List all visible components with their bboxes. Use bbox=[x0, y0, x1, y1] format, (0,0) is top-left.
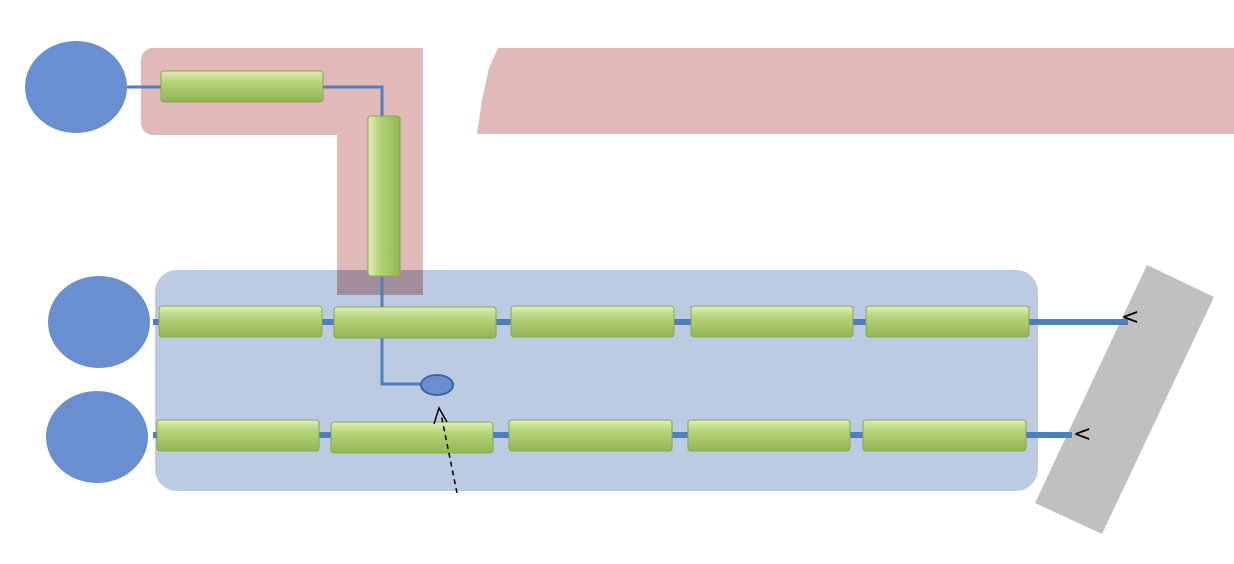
segment-vertical bbox=[367, 115, 401, 277]
pink-band-right bbox=[477, 48, 1234, 134]
chevron-left-icon: < bbox=[1121, 305, 1140, 330]
gray-slanted-bar bbox=[1035, 265, 1214, 534]
blue-band bbox=[155, 270, 1038, 491]
segment-row2-4 bbox=[687, 419, 851, 452]
dashed-arrow-head bbox=[433, 406, 448, 425]
segment-row1-5 bbox=[865, 305, 1030, 338]
segment-row2-2 bbox=[330, 421, 494, 454]
segment-row1-2 bbox=[333, 306, 497, 339]
segment-row2-5 bbox=[862, 419, 1027, 452]
chevron-left-icon: < bbox=[1073, 422, 1092, 447]
tap-node bbox=[420, 374, 454, 396]
dashed-arrow-line bbox=[440, 413, 458, 494]
node-row1 bbox=[48, 276, 150, 368]
segment-row1-1 bbox=[158, 305, 323, 338]
segment-row2-3 bbox=[508, 419, 673, 452]
green-segments bbox=[156, 70, 1030, 454]
node-top bbox=[25, 41, 127, 133]
segment-row1-4 bbox=[690, 305, 854, 338]
segment-top bbox=[160, 70, 324, 103]
node-row2 bbox=[46, 391, 148, 483]
segment-row2-1 bbox=[156, 419, 320, 452]
dashed-arrow bbox=[433, 406, 458, 494]
segment-row1-3 bbox=[510, 305, 675, 338]
